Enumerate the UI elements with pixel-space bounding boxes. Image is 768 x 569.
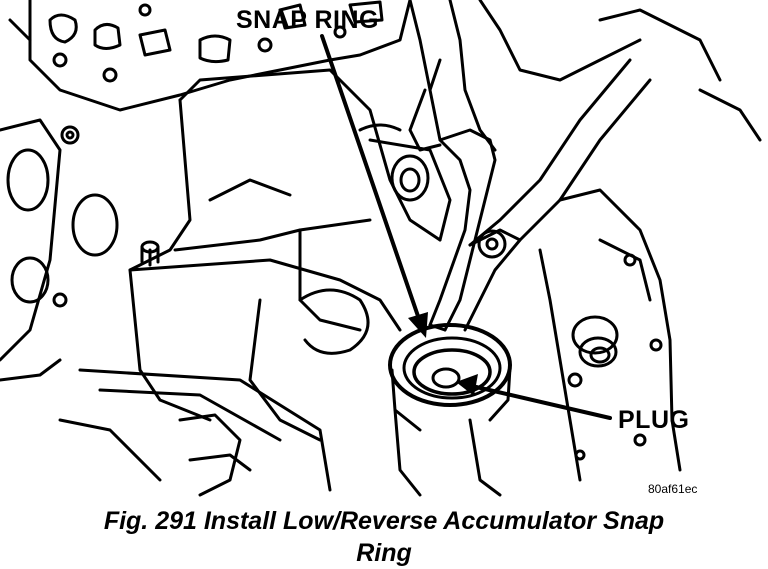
caption-line-1: Fig. 291 Install Low/Reverse Accumulator…: [103, 507, 665, 535]
right-casting: [538, 88, 762, 482]
lower-components: [58, 368, 502, 497]
left-casting: [0, 118, 119, 382]
plug-label: PLUG: [618, 406, 690, 434]
snap-ring-label: SNAP RING: [236, 6, 379, 34]
transmission-line-drawing: [0, 0, 762, 497]
figure-caption: Fig. 291 Install Low/Reverse Accumulator…: [20, 505, 748, 569]
caption-line-2: Ring: [356, 539, 412, 567]
arrowheads: [408, 312, 478, 396]
accumulator-bore: [388, 323, 512, 432]
valve-body-plate: [8, 0, 412, 112]
image-code-label: 80af61ec: [648, 482, 698, 496]
snap-ring-pliers: [408, 0, 722, 332]
case-body: [128, 68, 452, 442]
callout-arrows: [320, 34, 612, 420]
